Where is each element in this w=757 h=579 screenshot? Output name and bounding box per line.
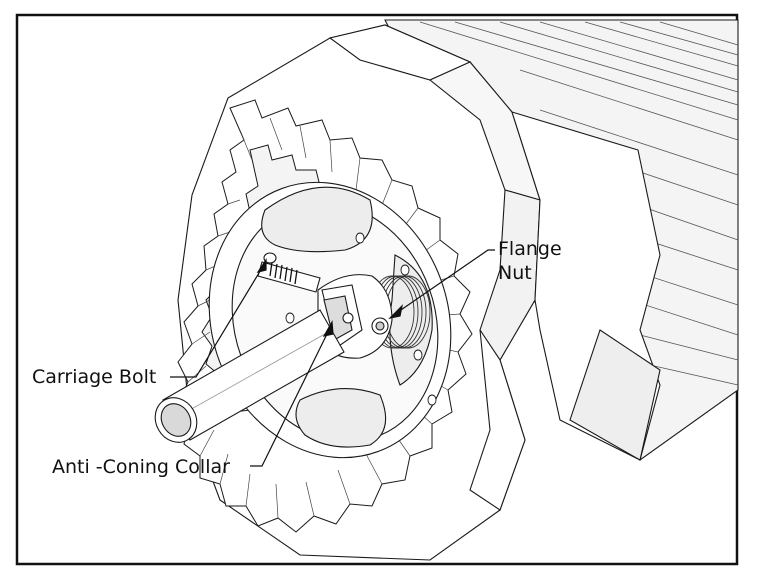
shaft xyxy=(154,309,345,443)
anti-coning-collar-part xyxy=(321,284,363,349)
flange-nut-label-line1: Flange xyxy=(498,238,562,260)
flange-nut-label-line2: Nut xyxy=(498,262,532,284)
plate-cutout-bottom xyxy=(295,388,387,448)
carriage-bolt-label: Carriage Bolt xyxy=(32,366,157,388)
plate-holes xyxy=(273,232,437,406)
plate-cutout-top xyxy=(261,186,373,253)
tube-ridges xyxy=(419,21,739,386)
roller-drum xyxy=(154,19,739,561)
leader-lines xyxy=(170,249,495,467)
flange-nut-part xyxy=(371,317,389,335)
anti-coning-collar-label: Anti -Coning Collar xyxy=(52,456,230,478)
